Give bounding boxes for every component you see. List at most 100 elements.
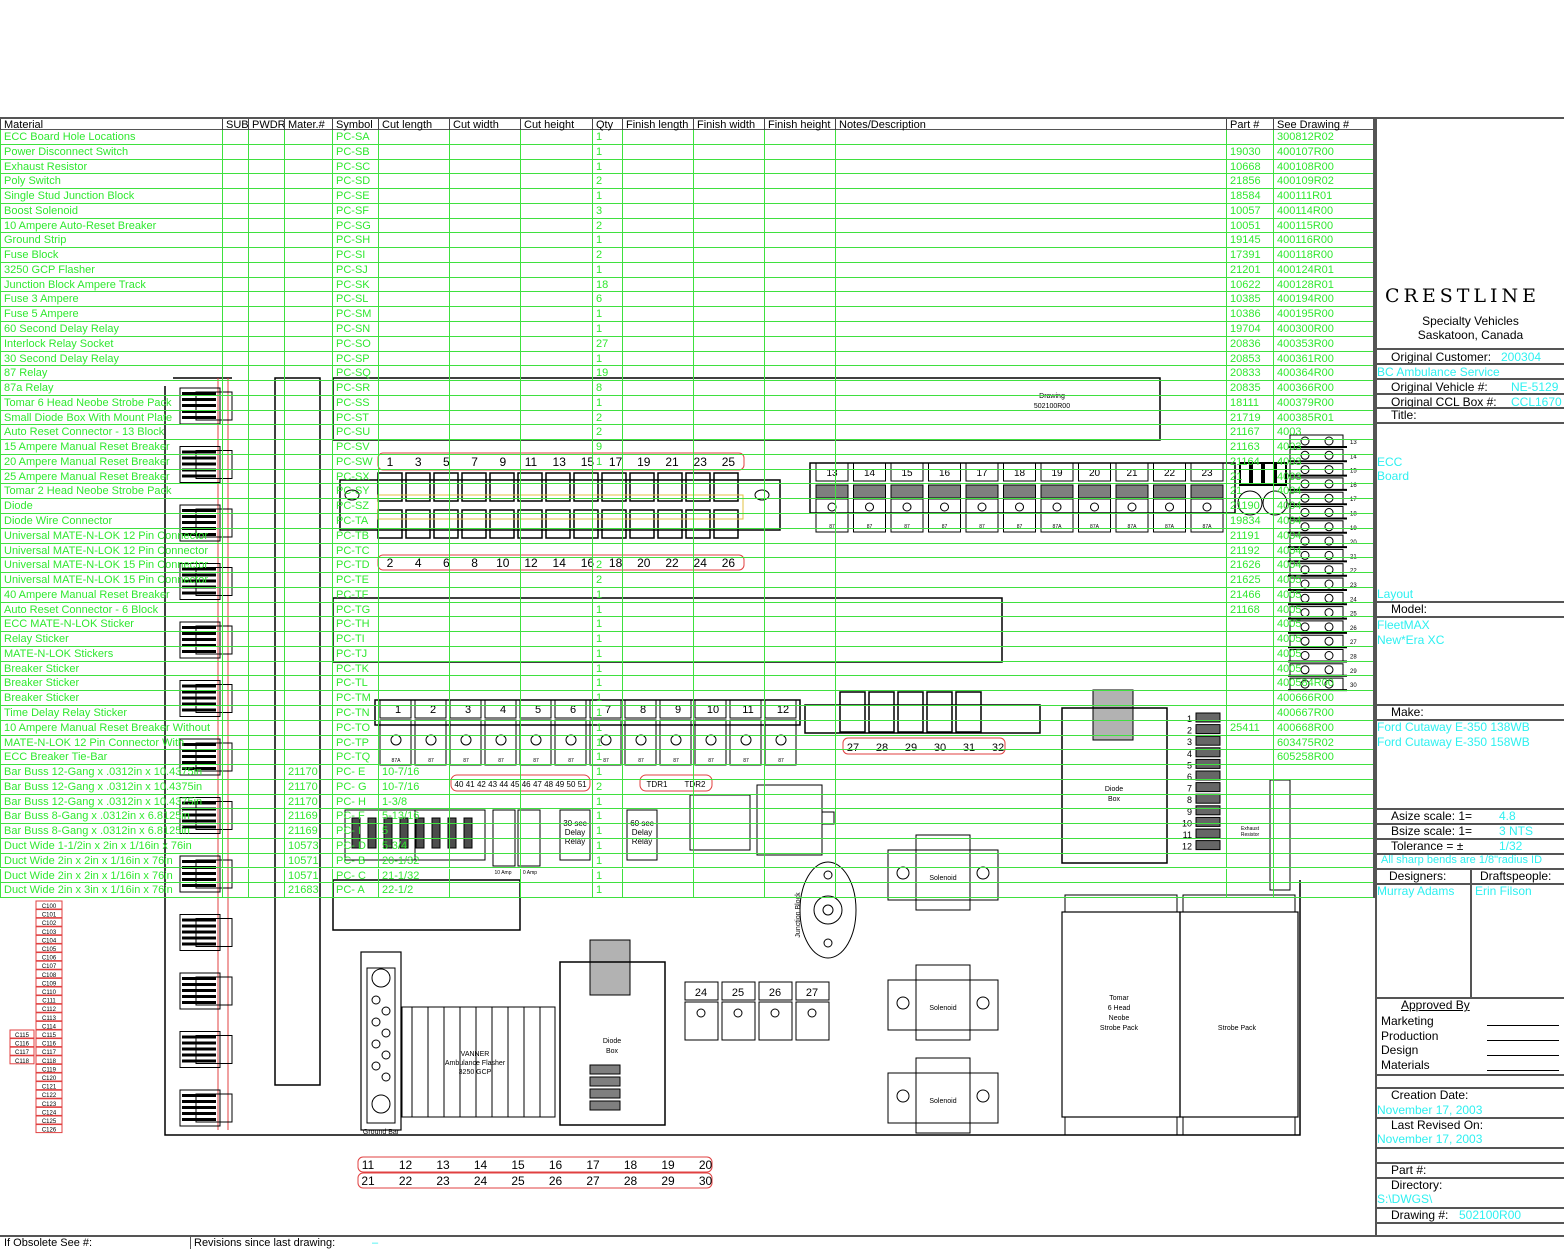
delay-relay-30 [559, 809, 591, 861]
relay-number: 2 [430, 704, 436, 716]
connector-label: C101 [42, 913, 57, 919]
make-line1: Ford Cutaway E-350 138WB [1377, 720, 1530, 734]
table-cell [764, 632, 835, 647]
relay [659, 699, 692, 719]
table-cell: 1 [592, 130, 622, 145]
table-cell [378, 543, 449, 559]
strobe-pack-label: Neobe [1109, 1015, 1130, 1022]
table-cell: MATE-N-LOK 12 Pin Connector With [0, 735, 222, 751]
ground-bar [360, 951, 402, 1131]
socket-number: 13 [553, 455, 567, 469]
table-cell [764, 735, 835, 751]
relay-terminals [1153, 484, 1186, 499]
table-cell [248, 499, 284, 515]
table-cell [449, 454, 520, 470]
table-cell: 4005 [1273, 632, 1375, 647]
table-cell [222, 528, 248, 544]
table-cell: 1 [592, 144, 622, 160]
table-cell: 400194R00 [1273, 292, 1375, 308]
connector-label: C115 [42, 1033, 57, 1039]
table-cell: 25411 [1226, 720, 1273, 736]
table-cell [284, 469, 332, 485]
table-cell [284, 336, 332, 352]
table-cell [248, 617, 284, 633]
table-cell [693, 558, 764, 574]
relay [764, 699, 797, 719]
table-cell [248, 322, 284, 337]
table-cell [764, 262, 835, 278]
table-cell: 4003 [1273, 469, 1375, 485]
table-cell: PC-SZ [332, 499, 378, 515]
table-cell [284, 130, 332, 145]
connector-label: C115 [15, 1033, 30, 1039]
connector-pin [182, 761, 216, 764]
connector-label: C100 [42, 904, 57, 910]
table-cell [222, 307, 248, 322]
table-cell: PC-TB [332, 528, 378, 544]
connector-pin [182, 1118, 216, 1121]
table-cell [248, 543, 284, 559]
table-cell [835, 602, 1226, 618]
connector-pin [182, 878, 216, 881]
relay [1153, 462, 1186, 482]
junction-block [799, 861, 857, 959]
table-cell [622, 395, 693, 411]
table-cell: PC- D [332, 838, 378, 854]
table-cell [520, 691, 592, 707]
connector-pin [182, 567, 216, 571]
breaker-number: 28 [1350, 655, 1357, 661]
table-cell [520, 395, 592, 411]
table-cell [449, 395, 520, 411]
table-cell: 400195R00 [1273, 307, 1375, 322]
table-cell: ECC MATE-N-LOK Sticker [0, 617, 222, 633]
table-cell [284, 351, 332, 367]
table-cell: 4005 [1273, 661, 1375, 677]
table-cell [520, 454, 592, 470]
table-cell: Auto Reset Connector - 6 Block [0, 602, 222, 618]
table-cell: 4004 [1273, 528, 1375, 544]
table-cell [835, 395, 1226, 411]
table-cell [592, 484, 622, 500]
connector-pin [182, 579, 216, 583]
table-cell [449, 218, 520, 234]
connector-label-box [35, 1106, 63, 1116]
table-cell [622, 292, 693, 308]
table-cell: Boost Solenoid [0, 203, 222, 219]
connector-label-box [35, 943, 63, 953]
connector-label: C103 [42, 930, 57, 936]
table-cell [622, 779, 693, 795]
table-cell [835, 883, 1226, 899]
table-cell [764, 277, 835, 293]
table-cell: 10622 [1226, 277, 1273, 293]
table-cell: 21192 [1226, 543, 1273, 559]
breaker-terminal [1300, 436, 1310, 446]
ground-stud [371, 1017, 381, 1027]
table-cell [284, 573, 332, 588]
table-cell [693, 277, 764, 293]
table-cell [764, 720, 835, 736]
table-cell [222, 558, 248, 574]
relay-socket [489, 509, 515, 539]
table-cell: 1 [592, 794, 622, 810]
table-cell: PC-SJ [332, 262, 378, 278]
table-cell: 21191 [1226, 528, 1273, 544]
table-cell: 21170 [284, 779, 332, 795]
table-cell: 300812R02 [1273, 130, 1375, 145]
table-cell [222, 514, 248, 529]
table-cell [764, 528, 835, 544]
reference-drawing-number: 502100R00 [1034, 403, 1070, 410]
column-header: Cut length [378, 119, 449, 132]
table-cell [248, 646, 284, 662]
table-cell [520, 779, 592, 795]
table-cell [378, 499, 449, 515]
table-cell [222, 720, 248, 736]
table-cell [222, 159, 248, 175]
table-cell [835, 838, 1226, 854]
table-cell [248, 292, 284, 308]
table-cell [622, 691, 693, 707]
table-cell: 19704 [1226, 322, 1273, 337]
